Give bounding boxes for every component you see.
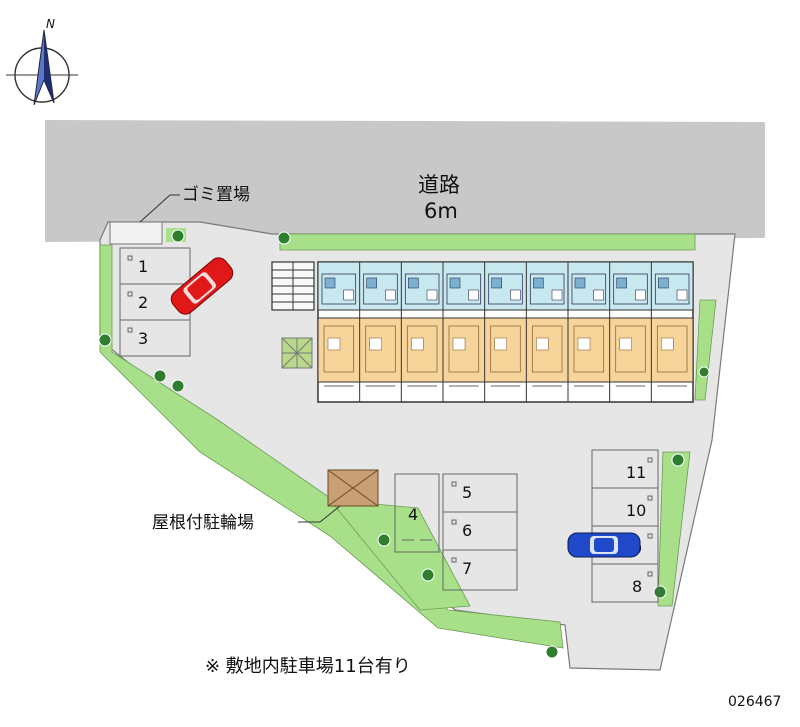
parking-spot-2: 2 [138,293,148,312]
trees [98,229,710,659]
garbage-box [109,221,163,245]
parking-spot-7: 7 [462,559,472,578]
car-blue-icon [567,532,641,558]
garbage-label: ゴミ置場 [182,184,250,205]
parking-spot-4: 4 [408,505,418,524]
tree-icon [171,229,185,243]
apartment-unit [609,262,648,402]
property-code: 026467 [728,694,781,710]
tree-icon [98,333,112,347]
apartment-unit [317,262,357,402]
apartment-unit [400,262,440,402]
parking-spot-11: 11 [626,463,646,482]
bike-label: 屋根付駐輪場 [152,513,254,533]
green-areas [99,228,717,649]
parking-spot-3: 3 [138,329,148,348]
apartment-unit [567,262,607,402]
parking-spot-6: 6 [462,521,472,540]
apartment-unit [359,262,398,402]
garbage-area: ゴミ置場 [109,184,250,245]
tree-icon [277,231,291,245]
building-top-band [317,261,694,311]
tree-icon [671,453,685,467]
mailbox-unit [281,337,313,369]
road [45,120,765,242]
tree-icon [421,568,435,582]
tree-icon [171,379,185,393]
parking-spot-1: 1 [138,257,148,276]
tree-icon [653,585,667,599]
apartment-building [317,261,694,403]
green-strip-top [279,233,696,251]
parking-spot-10: 10 [626,501,646,520]
green-strip-right [657,451,691,607]
tree-icon [545,645,559,659]
apartment-unit [484,262,523,402]
garbage-leader-line [139,194,171,223]
tree-icon [377,533,391,547]
parking-spot-8: 8 [632,577,642,596]
green-strip-left [99,244,564,649]
tree-icon [153,369,167,383]
green-strip-bottom [329,499,471,611]
car-red-icon [170,257,234,315]
compass: N [6,17,78,106]
apartment-unit [650,262,690,402]
road-name: 道路 [418,173,460,197]
road-width: 6m [424,199,458,223]
parking-spot-5: 5 [462,483,472,502]
stairs [271,261,315,311]
parking-middle: 4 5 6 7 [394,473,518,591]
apartment-unit [442,262,482,402]
footer-note: ※ 敷地内駐車場11台有り [205,656,411,677]
compass-north-label: N [46,17,55,31]
apartment-unit [525,262,565,402]
bike-parking: 屋根付駐輪場 [152,469,379,533]
tree-icon [698,366,710,378]
